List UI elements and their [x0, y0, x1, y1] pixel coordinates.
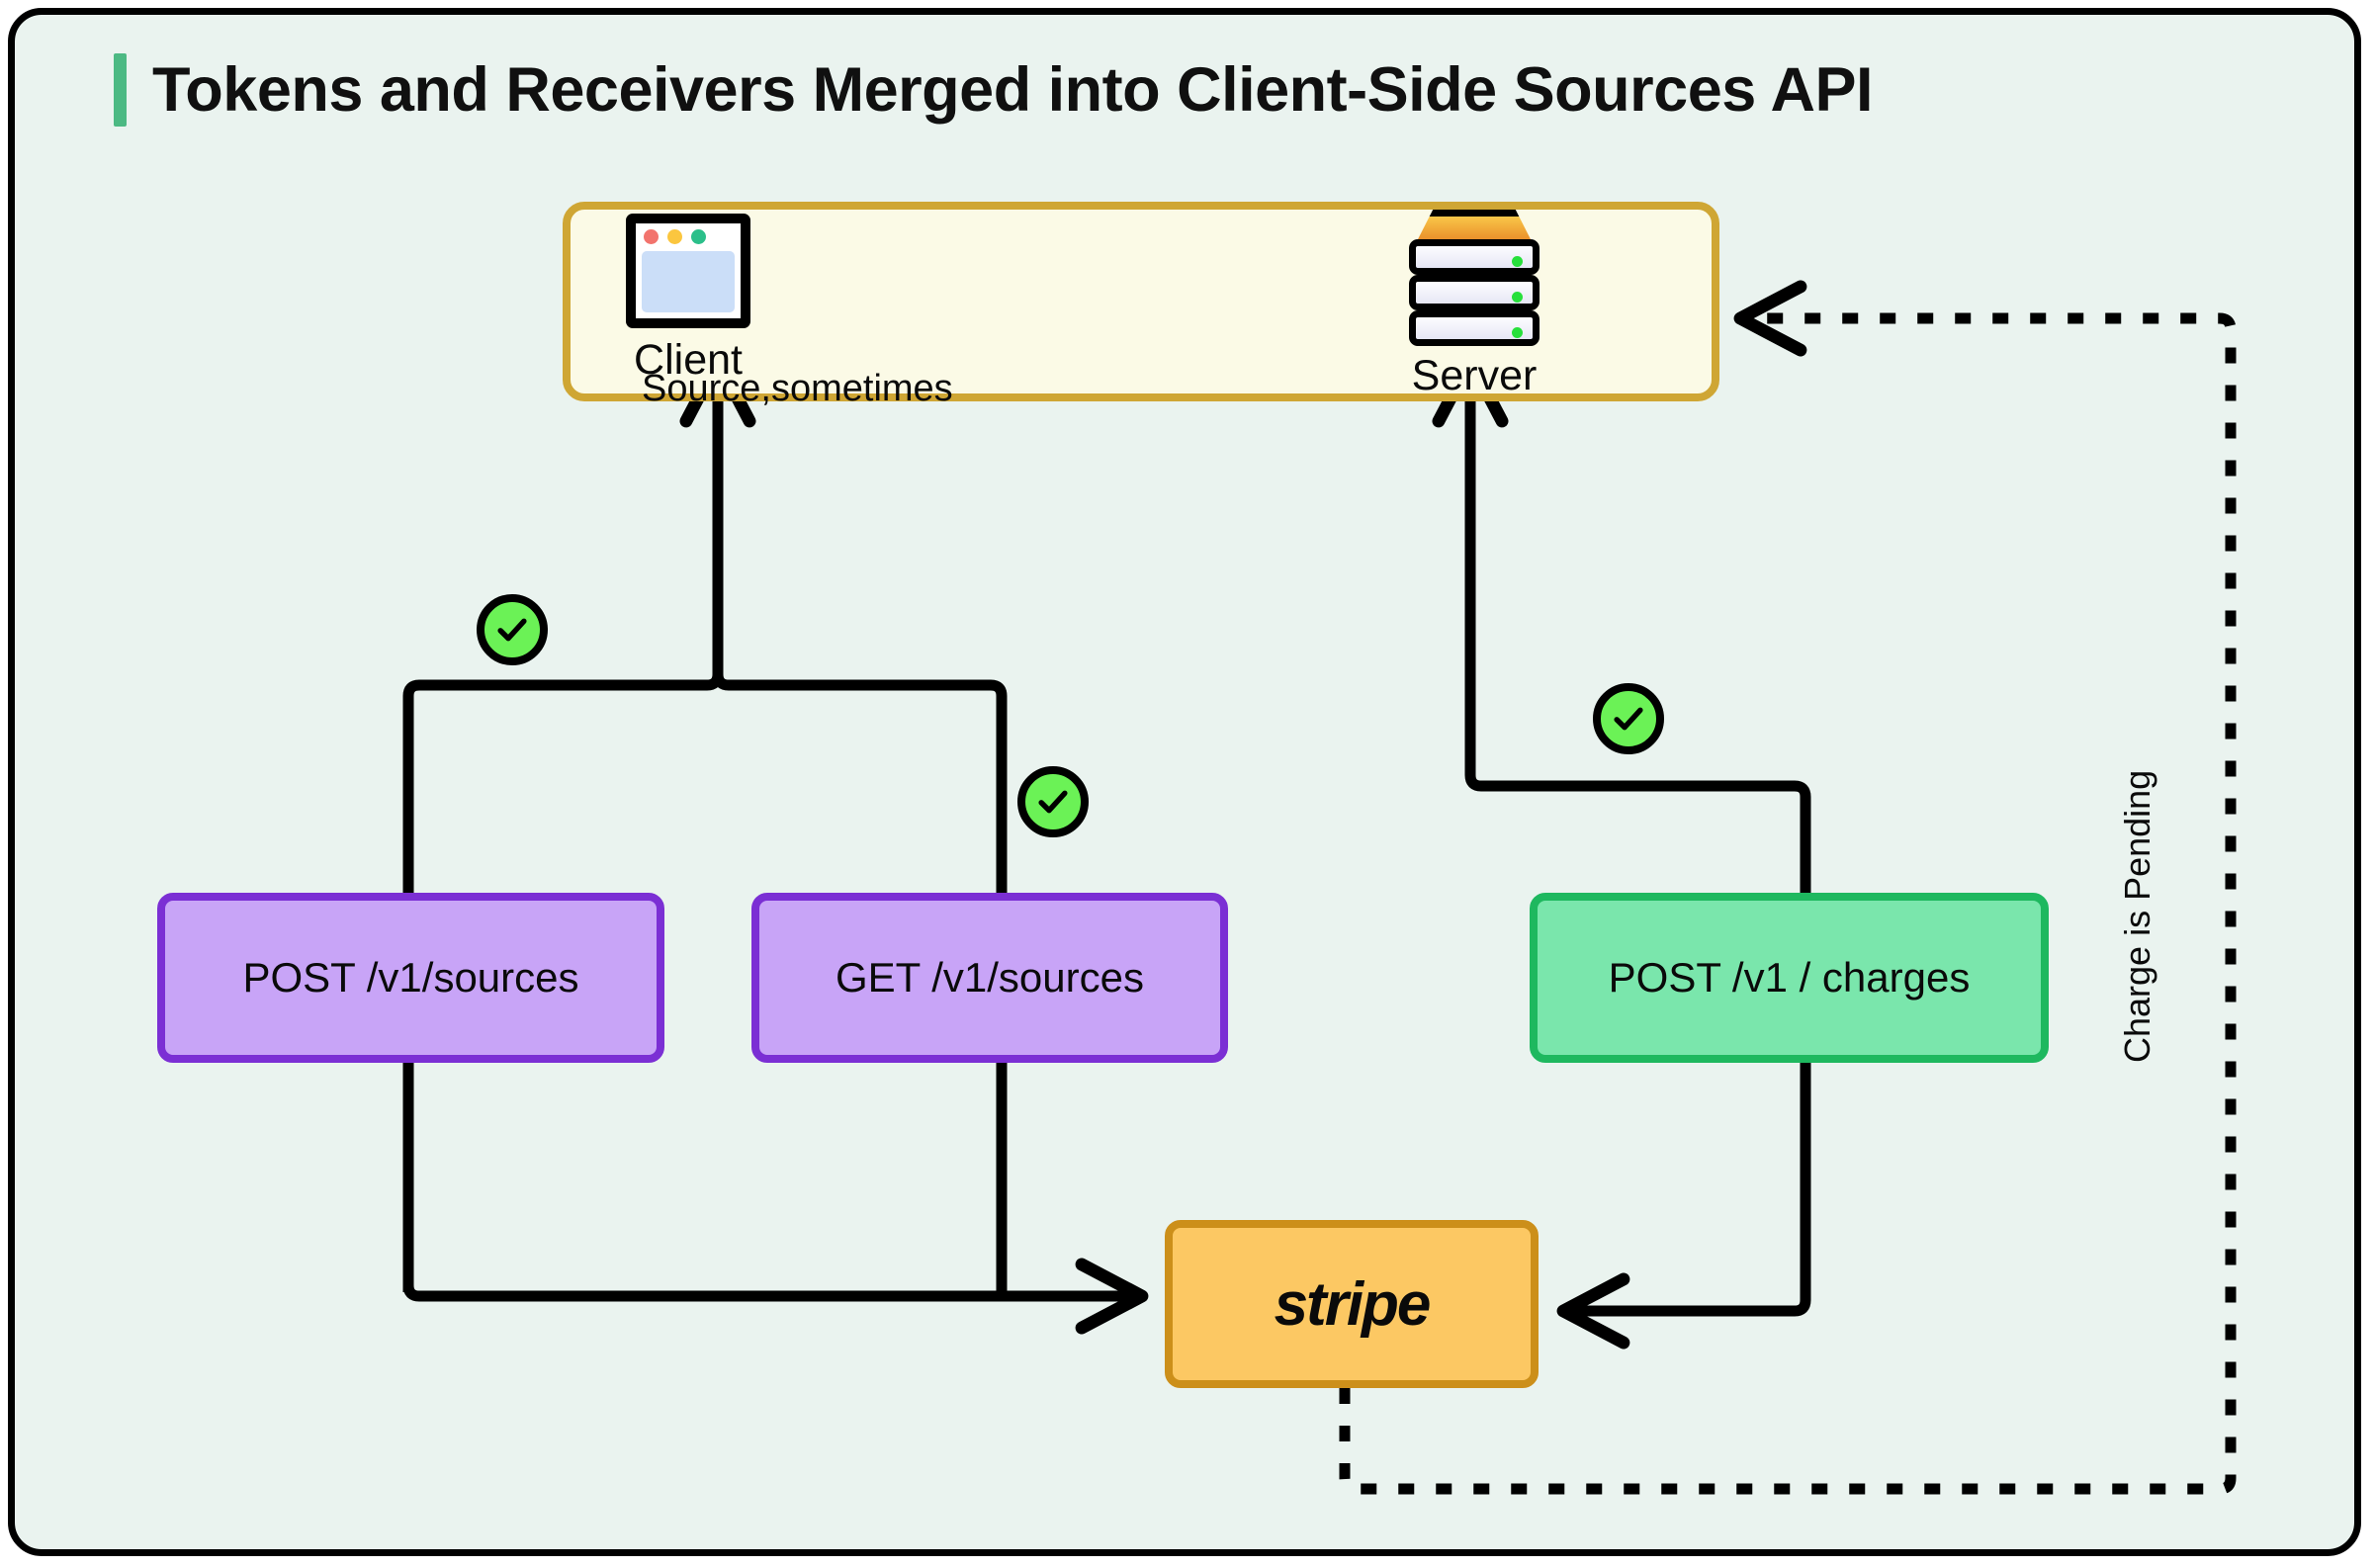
client-label: Client	[634, 336, 743, 384]
check-mark-icon	[1593, 683, 1664, 754]
server-led-icon	[1512, 256, 1523, 267]
server-node: Server	[1409, 210, 1539, 400]
endpoint-post-charges[interactable]: POST /v1 / charges	[1530, 893, 2049, 1063]
wire-get-sources-up	[712, 361, 1008, 1292]
server-label: Server	[1411, 352, 1538, 399]
server-bay-icon	[1409, 275, 1539, 310]
diagram-card: Tokens and Receivers Merged into Client-…	[8, 8, 2361, 1556]
maximize-dot-icon	[691, 229, 706, 244]
server-bay-icon	[1409, 310, 1539, 346]
page-title-text: Tokens and Receivers Merged into Client-…	[152, 55, 1873, 125]
title-accent-bar	[114, 53, 127, 127]
minimize-dot-icon	[667, 229, 682, 244]
wire-post-sources-up	[402, 354, 756, 1292]
endpoint-post-sources[interactable]: POST /v1/sources	[157, 893, 664, 1063]
client-server-group: Client Server Source,sometimes	[563, 202, 1719, 409]
close-dot-icon	[644, 229, 659, 244]
flow-label-source-sometimes: Source,sometimes	[642, 368, 953, 409]
stripe-processor-node[interactable]: stripe	[1165, 1220, 1539, 1388]
server-bay-icon	[1409, 239, 1539, 275]
charge-pending-label: Charge is Pending	[2117, 769, 2157, 1063]
server-top-icon	[1417, 210, 1532, 241]
browser-window-icon	[626, 214, 750, 328]
server-stack-icon	[1409, 210, 1539, 346]
check-mark-icon	[477, 594, 548, 665]
check-mark-icon	[1017, 766, 1089, 837]
wire-sources-to-stripe	[402, 1258, 1149, 1335]
server-led-icon	[1512, 292, 1523, 303]
page-title: Tokens and Receivers Merged into Client-…	[114, 50, 1873, 130]
window-content-area	[642, 251, 735, 312]
server-led-icon	[1512, 327, 1523, 338]
client-node: Client	[626, 214, 750, 385]
endpoint-get-sources[interactable]: GET /v1/sources	[751, 893, 1228, 1063]
window-traffic-lights	[642, 229, 735, 244]
